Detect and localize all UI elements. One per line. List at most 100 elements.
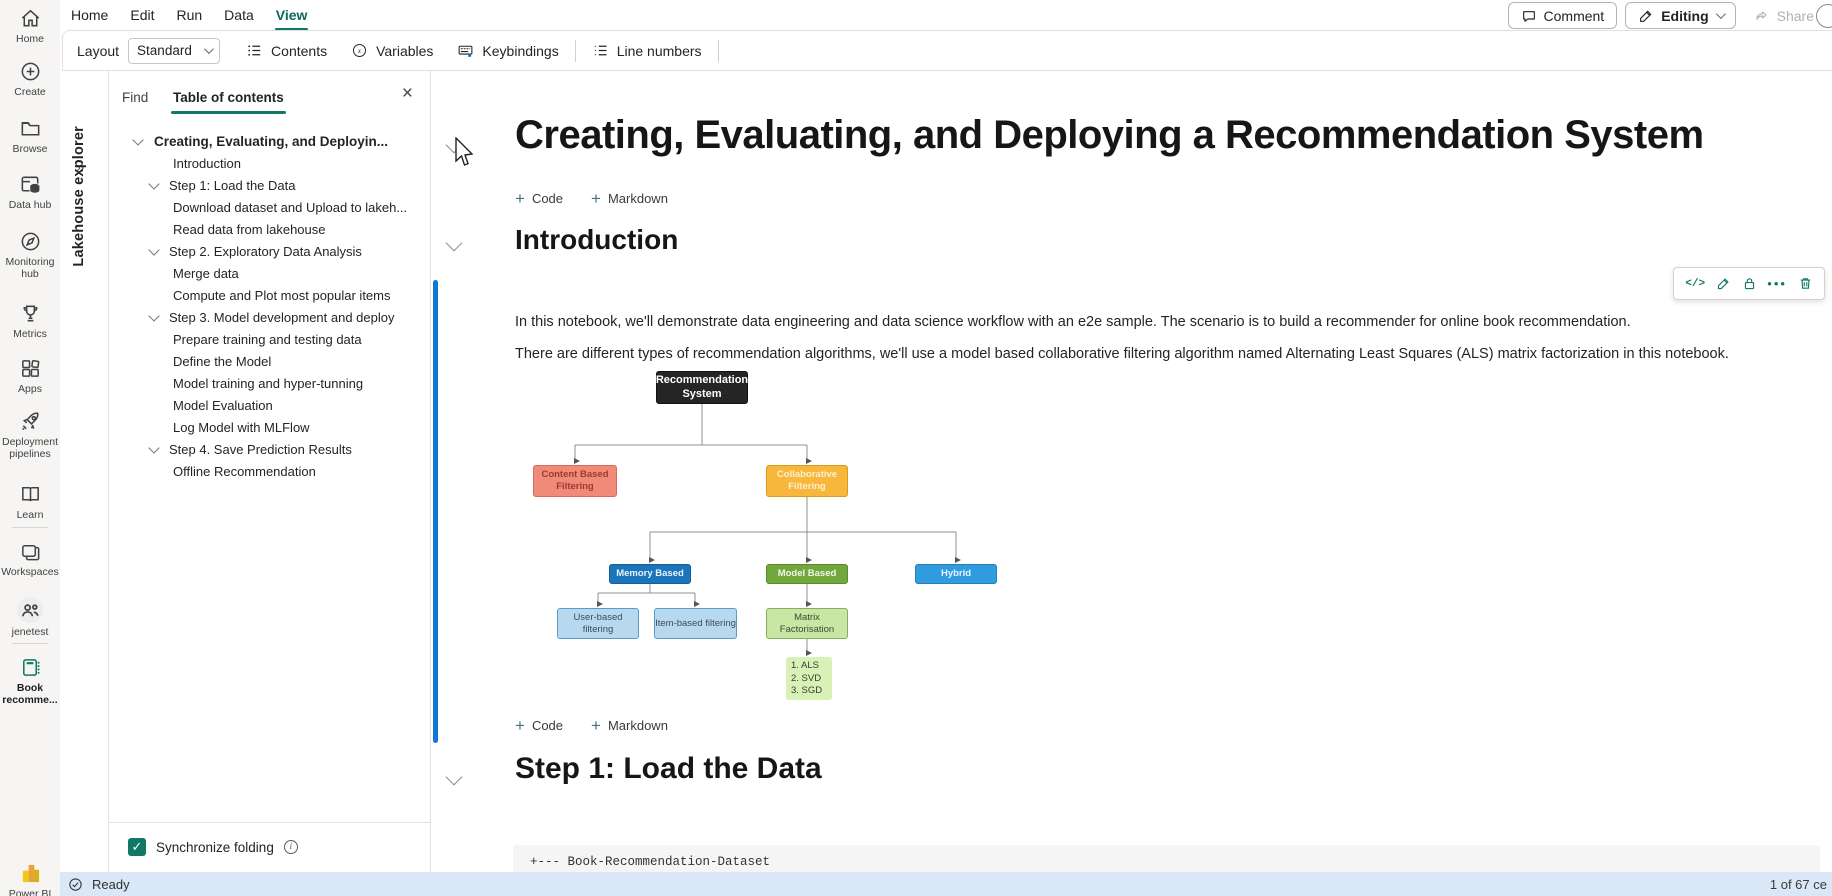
notebook-scrollbar[interactable]: [433, 280, 438, 743]
convert-to-code-icon[interactable]: </>: [1685, 277, 1706, 290]
home-icon: [21, 9, 39, 27]
contents-button[interactable]: Contents: [234, 36, 339, 66]
more-options-icon[interactable]: •••: [1767, 275, 1787, 291]
workspace-avatar: [17, 597, 43, 623]
chevron-down-icon[interactable]: [148, 309, 160, 322]
toc-item[interactable]: Model Evaluation: [173, 397, 273, 413]
tab-table-of-contents[interactable]: Table of contents: [171, 90, 286, 114]
delete-cell-icon[interactable]: [1798, 276, 1813, 291]
rail-item-home[interactable]: Home: [0, 7, 60, 45]
toc-item[interactable]: Merge data: [173, 265, 239, 281]
status-bar: Ready 1 of 67 ce: [60, 872, 1832, 896]
left-nav-rail: Home Create Browse Data hub Monitoring h…: [0, 0, 60, 896]
apps-icon: [21, 359, 39, 377]
collapse-section-chevron[interactable]: [445, 234, 463, 252]
rail-item-metrics[interactable]: Metrics: [0, 302, 60, 340]
menu-run[interactable]: Run: [176, 7, 203, 23]
ready-check-icon: [69, 877, 82, 891]
diagram-node-collaborative: Collaborative Filtering: [766, 465, 848, 497]
lakehouse-explorer-strip: » Lakehouse explorer: [60, 71, 109, 872]
rail-item-book-recommendation-notebook[interactable]: Book recomme...: [0, 656, 60, 706]
rail-item-workspaces[interactable]: Workspaces: [0, 540, 60, 578]
share-button[interactable]: Share: [1744, 2, 1824, 29]
folder-icon: [21, 121, 39, 136]
top-actions: Comment Editing Share: [1507, 2, 1824, 29]
toc-item[interactable]: Step 3. Model development and deploy: [109, 306, 428, 328]
rail-item-power-bi[interactable]: Power BI: [0, 862, 60, 896]
toc-item[interactable]: Prepare training and testing data: [173, 331, 362, 347]
add-cell-row: +Code +Markdown: [515, 715, 668, 735]
expand-panel-icon[interactable]: »: [76, 159, 85, 176]
toc-item[interactable]: Read data from lakehouse: [173, 221, 326, 237]
layout-select[interactable]: Standard: [128, 37, 221, 64]
lock-cell-icon[interactable]: [1742, 276, 1757, 291]
diagram-node-item-based: Item-based filtering: [654, 608, 737, 639]
toc-tabs: Find Table of contents ×: [109, 71, 430, 123]
toc-item[interactable]: Step 1: Load the Data: [109, 174, 428, 196]
toc-footer: ✓ Synchronize folding i: [109, 822, 430, 872]
step1-heading: Step 1: Load the Data: [515, 752, 822, 785]
close-icon[interactable]: ×: [401, 83, 413, 104]
rail-item-monitoring-hub[interactable]: Monitoring hub: [0, 230, 60, 280]
people-icon: [21, 603, 39, 616]
cell-count-label: 1 of 67 ce: [1769, 876, 1827, 892]
plus-icon: +: [515, 188, 525, 208]
add-code-button[interactable]: +Code: [515, 188, 564, 208]
comment-button[interactable]: Comment: [1507, 2, 1618, 29]
edit-cell-icon[interactable]: [1716, 276, 1731, 291]
intro-paragraph-1: In this notebook, we'll demonstrate data…: [515, 314, 1631, 330]
chevron-down-icon[interactable]: [148, 243, 160, 256]
rail-item-create[interactable]: Create: [0, 60, 60, 98]
toc-item[interactable]: Offline Recommendation: [173, 463, 316, 479]
account-icon[interactable]: [1816, 4, 1832, 28]
variables-button[interactable]: x Variables: [339, 36, 445, 66]
keybindings-button[interactable]: Keybindings: [445, 36, 570, 66]
keybindings-icon: [459, 45, 473, 57]
toc-item[interactable]: Compute and Plot most popular items: [173, 287, 391, 303]
toc-item[interactable]: Log Model with MLFlow: [173, 419, 310, 435]
chevron-down-icon[interactable]: [148, 441, 160, 454]
toc-item[interactable]: Step 2. Exploratory Data Analysis: [109, 240, 428, 262]
menu-view[interactable]: View: [265, 3, 319, 31]
diagram-node-model-based: Model Based: [766, 564, 848, 584]
synchronize-folding-checkbox[interactable]: ✓: [128, 838, 146, 856]
chevron-down-icon[interactable]: [132, 133, 144, 146]
add-markdown-button[interactable]: +Markdown: [591, 188, 668, 208]
toc-item[interactable]: Define the Model: [173, 353, 272, 369]
rail-item-browse[interactable]: Browse: [0, 117, 60, 155]
code-cell[interactable]: +--- Book-Recommendation-Dataset: [513, 845, 1820, 872]
toc-item[interactable]: Download dataset and Upload to lakeh...: [173, 199, 408, 215]
rail-item-learn[interactable]: Learn: [0, 483, 60, 521]
rail-item-workspace-jenetest[interactable]: jenetest: [0, 597, 60, 638]
toc-item[interactable]: Step 4. Save Prediction Results: [109, 438, 428, 460]
menu-data[interactable]: Data: [224, 7, 254, 23]
toc-item[interactable]: Creating, Evaluating, and Deployin...: [109, 130, 428, 152]
add-code-button[interactable]: +Code: [515, 715, 564, 735]
rail-divider: [12, 527, 48, 528]
diagram-node-hybrid: Hybrid: [915, 564, 997, 584]
menu-home[interactable]: Home: [71, 7, 109, 23]
chevron-down-icon[interactable]: [148, 177, 160, 190]
rail-item-data-hub[interactable]: Data hub: [0, 173, 60, 211]
info-icon[interactable]: i: [283, 840, 298, 854]
cell-toolbar: </> •••: [1673, 267, 1825, 300]
code-output-line: +--- Book-Recommendation-Dataset: [530, 855, 771, 869]
collapse-section-chevron[interactable]: [445, 768, 463, 786]
toc-item[interactable]: Model training and hyper-tunning: [173, 375, 364, 391]
tab-find[interactable]: Find: [122, 90, 149, 105]
menu-edit[interactable]: Edit: [130, 7, 155, 23]
editing-mode-button[interactable]: Editing: [1625, 2, 1736, 29]
toc-item[interactable]: Introduction: [173, 155, 241, 171]
svg-text:x: x: [357, 47, 362, 55]
book-open-icon: [21, 487, 39, 502]
rail-item-deployment-pipelines[interactable]: Deployment pipelines: [0, 410, 60, 460]
intro-paragraph-2: There are different types of recommendat…: [515, 346, 1729, 362]
toc-tree: Creating, Evaluating, and Deployin... In…: [109, 130, 428, 482]
lakehouse-explorer-label[interactable]: Lakehouse explorer: [71, 126, 87, 267]
comment-icon: [1522, 10, 1535, 22]
line-numbers-button[interactable]: Line numbers: [580, 36, 714, 66]
diagram-node-content-based: Content Based Filtering: [533, 465, 617, 497]
add-markdown-button[interactable]: +Markdown: [591, 715, 668, 735]
rail-item-apps[interactable]: Apps: [0, 357, 60, 395]
